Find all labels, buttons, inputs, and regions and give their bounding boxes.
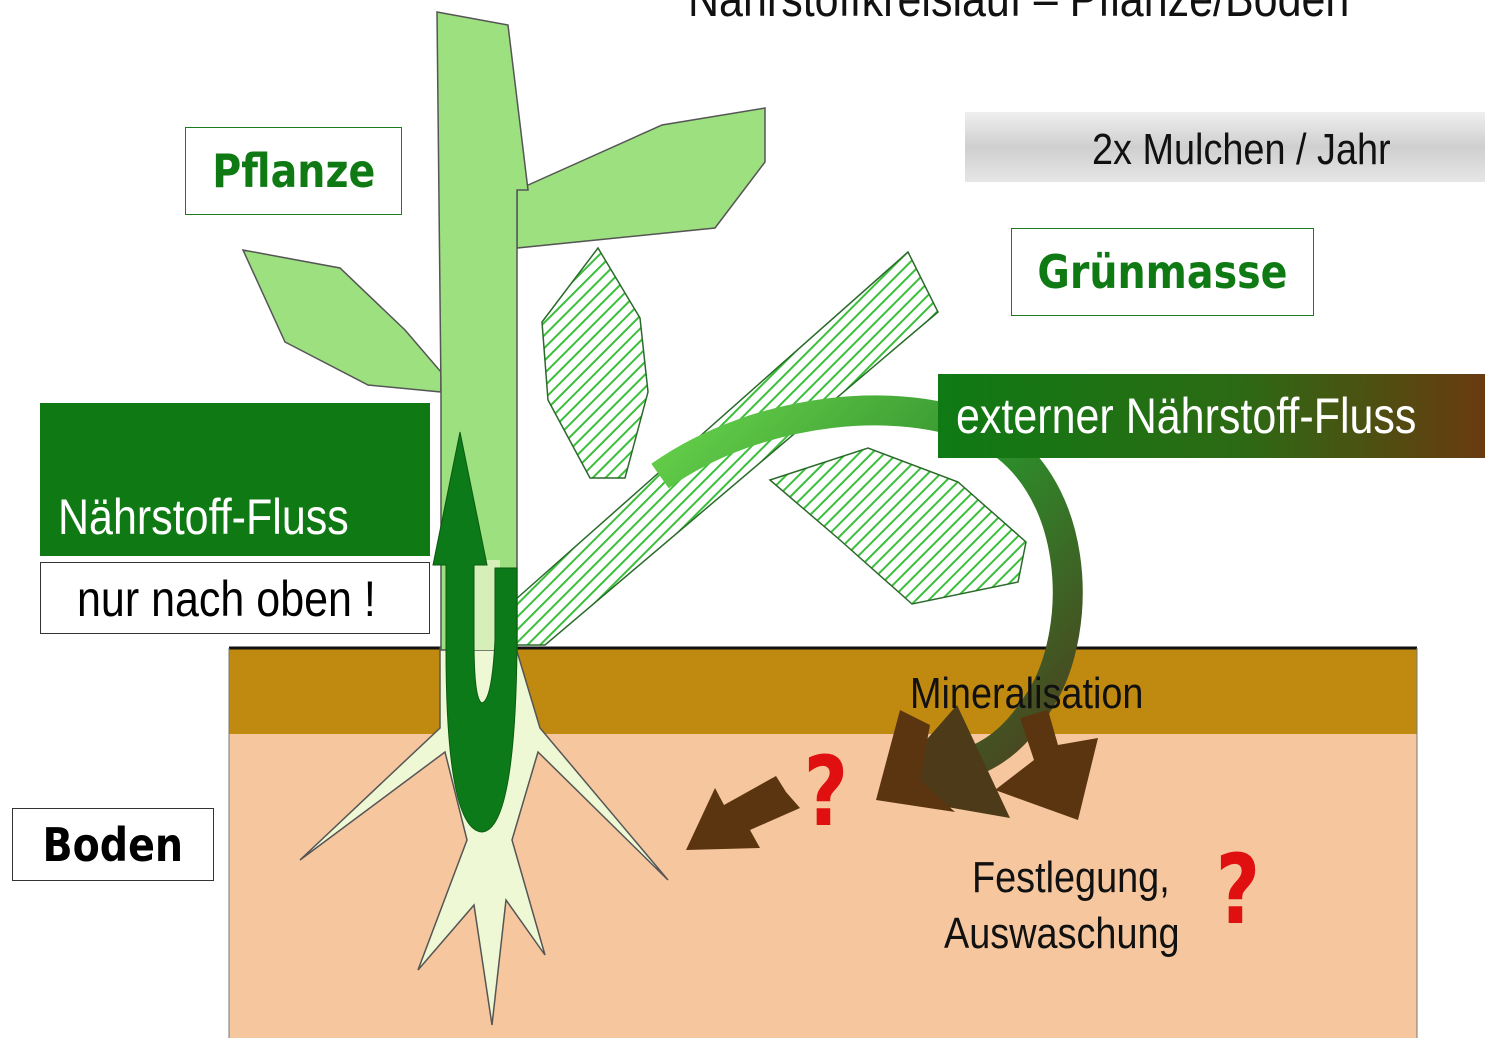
label-boden-text: Boden xyxy=(43,818,184,872)
soil-top-layer xyxy=(229,648,1417,734)
internal-flow-box: Nährstoff-Fluss xyxy=(40,403,430,556)
mulch-frequency-text: 2x Mulchen / Jahr xyxy=(1092,124,1391,176)
fixation-leaching-label: Festlegung, Auswaschung xyxy=(944,850,1218,962)
mineralisation-label: Mineralisation xyxy=(910,668,1181,720)
label-gruenmasse-text: Grünmasse xyxy=(1037,245,1287,299)
label-gruenmasse: Grünmasse xyxy=(1011,228,1314,316)
question-mark-left: ? xyxy=(798,742,854,842)
fixation-line: Festlegung, xyxy=(944,850,1218,906)
mineralisation-text: Mineralisation xyxy=(910,668,1143,720)
leaching-line: Auswaschung xyxy=(944,906,1218,962)
plant-leaf-upper-right xyxy=(517,108,765,248)
plant-leaf-left xyxy=(243,250,441,392)
internal-flow-line2: Nährstoff-Fluss xyxy=(58,483,430,551)
question-mark-right: ? xyxy=(1210,840,1266,940)
external-flow-text: externer Nährstoff-Fluss xyxy=(956,374,1416,458)
mulch-frequency-label: 2x Mulchen / Jahr xyxy=(1092,124,1439,176)
only-upward-text: nur nach oben ! xyxy=(77,563,376,635)
mulch-leaf-upper-hatched xyxy=(542,248,648,478)
label-pflanze: Pflanze xyxy=(185,127,402,215)
page-title: Nährstoffkreislauf – Pflanze/Boden xyxy=(688,0,1349,28)
internal-flow-line1 xyxy=(58,415,430,483)
label-boden: Boden xyxy=(12,808,214,881)
label-pflanze-text: Pflanze xyxy=(212,144,375,198)
only-upward-label: nur nach oben ! xyxy=(40,562,430,634)
mulch-leaf-lower-hatched xyxy=(770,448,1026,604)
external-flow-box: externer Nährstoff-Fluss xyxy=(938,374,1485,458)
